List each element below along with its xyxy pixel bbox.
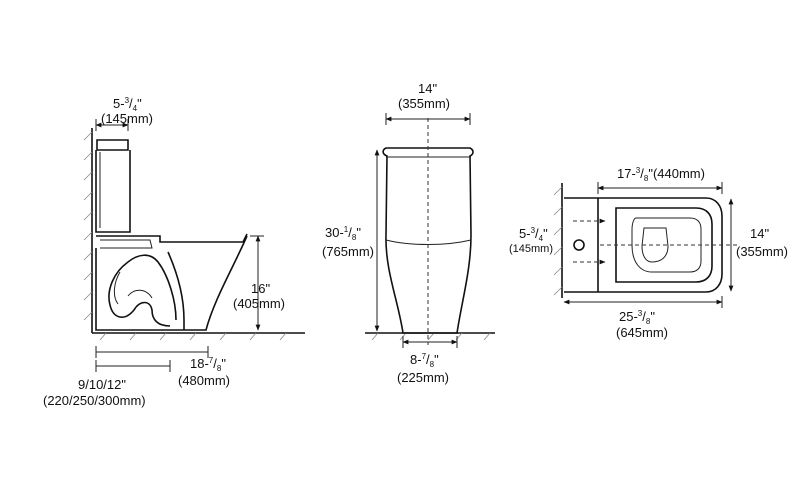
side-seat-height-inch: 16" xyxy=(251,281,270,296)
side-tank xyxy=(96,139,129,151)
side-roughin-inch: 9/10/12" xyxy=(78,377,126,392)
front-body xyxy=(382,147,474,334)
top-tank-depth-label: 5-3/4" xyxy=(519,226,548,243)
side-bowl xyxy=(95,235,248,331)
front-height-label: 30-1/8" xyxy=(325,225,361,242)
side-depth-label: 18-7/8" xyxy=(190,356,226,373)
side-seat-height-mm: (405mm) xyxy=(233,296,285,311)
side-tank-depth-label: 5-3/4" xyxy=(113,96,142,113)
side-roughin-mm: (220/250/300mm) xyxy=(43,393,146,408)
side-wall-hatch xyxy=(83,131,93,321)
top-tank-depth-mm: (145mm) xyxy=(509,243,553,255)
front-view: 14" (355mm) 30-1/8" (765mm) 8-7/8" (225m… xyxy=(322,81,495,385)
front-base-label: 8-7/8" xyxy=(410,352,439,369)
top-flush-button xyxy=(573,239,585,251)
side-floor-hatch xyxy=(99,332,287,341)
side-trapway xyxy=(108,251,185,330)
side-view: 5-3/4" (145mm) 16" (405mm) 18-7/8" (480m… xyxy=(43,96,305,408)
top-view: 17-3/8"(440mm) 5-3/4" (145mm) 14" (355mm… xyxy=(509,166,788,340)
top-bowl-opening xyxy=(631,217,702,273)
front-height-mm: (765mm) xyxy=(322,244,374,259)
top-wall-hatch xyxy=(553,186,563,296)
front-floor-hatch xyxy=(371,332,491,341)
top-seat xyxy=(615,207,713,283)
top-width-inch: 14" xyxy=(750,226,769,241)
top-total-length-mm: (645mm) xyxy=(616,325,668,340)
front-base-mm: (225mm) xyxy=(397,370,449,385)
top-total-length-label: 25-3/8" xyxy=(619,309,655,326)
side-seat xyxy=(96,233,248,243)
side-depth-mm: (480mm) xyxy=(178,373,230,388)
front-width-inch: 14" xyxy=(418,81,437,96)
top-bowl-length-label: 17-3/8"(440mm) xyxy=(617,166,705,183)
top-width-mm: (355mm) xyxy=(736,244,788,259)
side-tank-depth-mm: (145mm) xyxy=(101,111,153,126)
front-width-mm: (355mm) xyxy=(398,96,450,111)
